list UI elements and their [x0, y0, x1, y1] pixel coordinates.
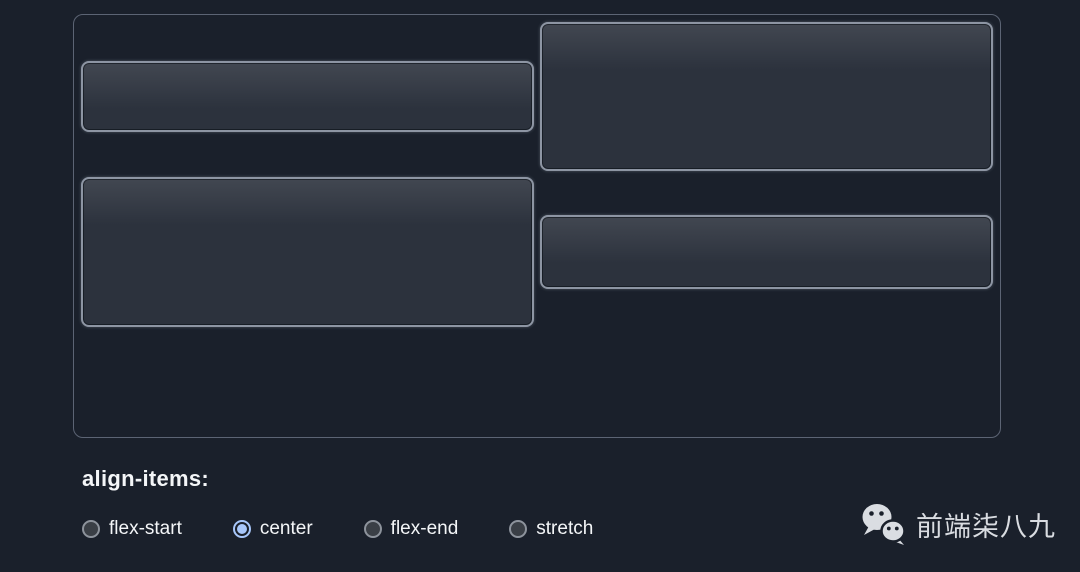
watermark-text: 前端柒八九: [916, 511, 1056, 542]
radio-label: flex-start: [109, 518, 182, 539]
radio-button-icon[interactable]: [82, 520, 100, 538]
radio-label: flex-end: [390, 518, 459, 539]
radio-button-icon[interactable]: [232, 520, 251, 538]
radio-option-center[interactable]: center: [232, 518, 313, 540]
flex-container: [73, 14, 1001, 438]
align-items-label: align-items:: [82, 466, 210, 491]
radio-button-icon[interactable]: [509, 520, 528, 538]
radio-button-icon[interactable]: [363, 520, 382, 538]
flex-item-tall: [81, 177, 534, 327]
radio-label: stretch: [536, 518, 594, 539]
radio-option-flex-end[interactable]: flex-end: [363, 518, 459, 540]
flex-item-short: [81, 61, 534, 132]
flex-item-short: [540, 215, 993, 289]
radio-option-stretch[interactable]: stretch: [509, 518, 593, 540]
align-items-radio-group: flex-start center flex-end stretch: [82, 518, 593, 540]
watermark: 前端柒八九: [860, 501, 1056, 547]
radio-label: center: [259, 518, 313, 539]
flex-item-tall: [540, 22, 993, 171]
radio-option-flex-start[interactable]: flex-start: [82, 518, 182, 540]
wechat-icon: [862, 504, 906, 545]
